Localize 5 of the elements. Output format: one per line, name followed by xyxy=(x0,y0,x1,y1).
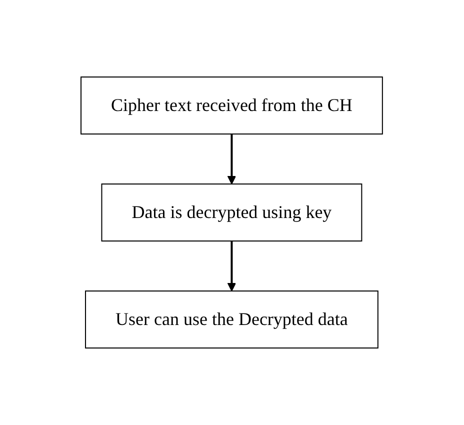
node-box: Cipher text received from the CH xyxy=(80,76,384,134)
node-box: Data is decrypted using key xyxy=(102,184,362,242)
arrow xyxy=(228,241,236,292)
arrow xyxy=(228,134,236,184)
node-box: User can use the Decrypted data xyxy=(85,290,379,348)
